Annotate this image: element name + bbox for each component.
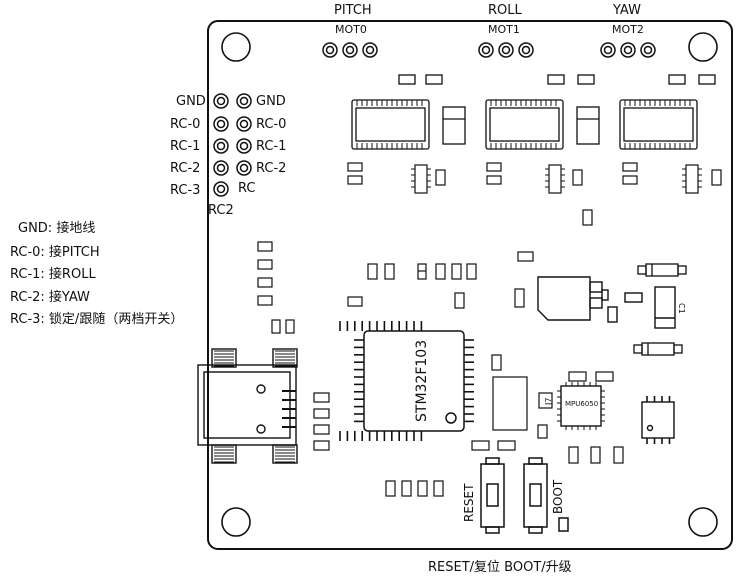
rc-header (213, 93, 252, 197)
pin-rc1-right: RC-1 (256, 139, 286, 154)
mcu-chip-pins (339, 321, 474, 441)
mounting-hole-br (688, 507, 718, 537)
c1-label: C1 (677, 303, 686, 314)
mcu-left-passives (313, 296, 363, 451)
pin-rc-right: RC (238, 181, 255, 196)
pin-rc0-left: RC-0 (170, 117, 200, 132)
mot2-connector (600, 42, 656, 58)
j7-label: J7 (544, 398, 553, 406)
mounting-hole-tr (688, 32, 718, 62)
bulk-capacitors (442, 106, 600, 145)
mcu-top-passives (367, 263, 477, 309)
pin-legend: GND: 接地线 RC-0: 接PITCH RC-1: 接ROLL RC-2: … (10, 220, 183, 327)
eeprom-chip-pins (646, 396, 671, 444)
mcu-label: STM32F103 (414, 340, 430, 422)
legend-line-4: RC-3: 锁定/跟随（两档开关） (10, 311, 183, 327)
soic-chip-pins (411, 168, 702, 188)
pin-rc2-left: RC-2 (170, 161, 200, 176)
motor-connectors (322, 42, 656, 58)
left-passives (257, 241, 295, 334)
pitch-label: PITCH (334, 3, 372, 18)
boot-button-switch (523, 457, 569, 534)
pin-rc3-left: RC-3 (170, 183, 200, 198)
legend-line-1: RC-0: 接PITCH (10, 244, 100, 260)
mounting-hole-tl (221, 32, 251, 62)
usb-connector (197, 348, 298, 464)
roll-label: ROLL (488, 3, 523, 18)
reset-label: RESET (462, 483, 476, 522)
capacitor-c1 (654, 286, 676, 329)
legend-line-2: RC-1: 接ROLL (10, 266, 96, 282)
motor-driver-chips (351, 99, 698, 150)
bottom-caption: RESET/复位 BOOT/升级 (428, 560, 572, 575)
usb-mount-pad-hatch (214, 350, 295, 463)
diodes (633, 263, 687, 356)
yaw-label: YAW (612, 3, 641, 18)
mot2-label: MOT2 (612, 23, 644, 36)
top-pads (398, 74, 716, 85)
driver-passives (347, 162, 722, 226)
imu-chip (560, 385, 602, 427)
driver-chip-pitch (351, 99, 430, 150)
boot-label: BOOT (551, 479, 565, 514)
mcu-right-components (471, 251, 624, 464)
pin-rc2-below: RC2 (208, 203, 234, 218)
driver-chip-pins (356, 100, 691, 149)
mot0-connector (322, 42, 378, 58)
pin-rc1-left: RC-1 (170, 139, 200, 154)
mounting-hole-bl (221, 507, 251, 537)
mot0-label: MOT0 (335, 23, 367, 36)
pin-gnd-left: GND (176, 94, 206, 109)
mounting-holes (221, 32, 718, 537)
imu-label: MPU6050 (565, 400, 598, 408)
pin-gnd-right: GND (256, 94, 286, 109)
usb-pins (282, 390, 296, 428)
eeprom-chip (641, 401, 675, 439)
legend-line-3: RC-2: 接YAW (10, 289, 90, 305)
mot1-label: MOT1 (488, 23, 520, 36)
legend-line-0: GND: 接地线 (18, 220, 95, 236)
pin-rc0-right: RC-0 (256, 117, 286, 132)
bottom-passives (385, 480, 444, 497)
mot1-connector (478, 42, 534, 58)
pin-rc2-right: RC-2 (256, 161, 286, 176)
imu-chip-pins (557, 382, 605, 430)
reset-button-switch (480, 457, 505, 534)
soic-chips (414, 164, 699, 194)
driver-chip-yaw (619, 99, 698, 150)
driver-chip-roll (485, 99, 564, 150)
voltage-regulator (537, 276, 643, 323)
